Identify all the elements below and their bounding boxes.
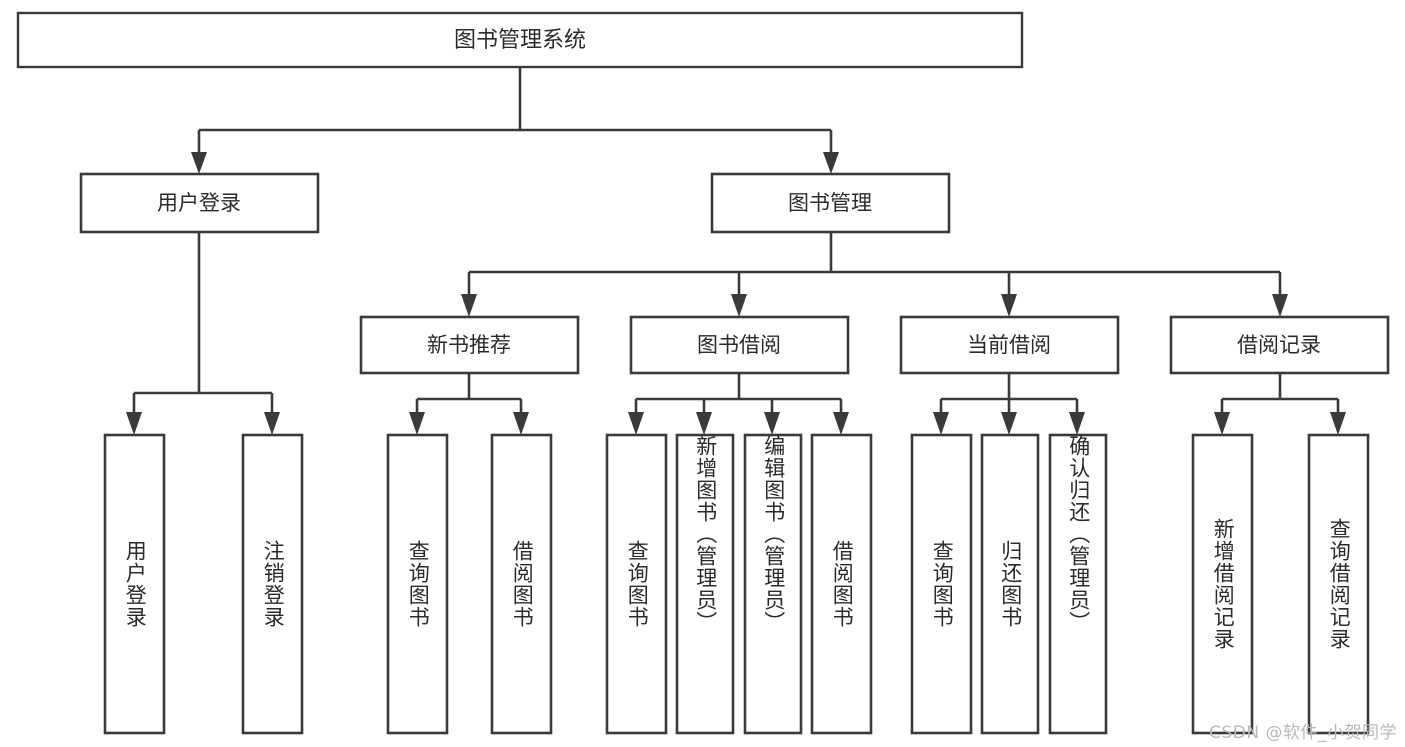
node-book-borrow[interactable]: 图书借阅 [629, 315, 850, 375]
arrow-head-current-borrow [1001, 294, 1017, 317]
node-root[interactable]: 图书管理系统 [16, 11, 1024, 69]
connector-group-book-management [461, 232, 1288, 317]
arrow-head-leaf-logout [264, 412, 280, 435]
arrow-head-leaf-borrow-book-1 [513, 412, 529, 435]
connector-group-borrow-record [1214, 373, 1346, 435]
connector-group-root [191, 67, 839, 174]
arrow-head-leaf-add-book [696, 412, 712, 435]
leaf-box-group [103, 433, 1370, 735]
arrow-head-book-management [823, 152, 839, 174]
node-user-login-box[interactable] [79, 172, 320, 234]
arrow-head-leaf-query-book-3 [933, 412, 949, 435]
node-book-management-label: 图书管理 [788, 191, 872, 215]
node-leaf-add-book-box[interactable] [675, 433, 735, 735]
node-book-borrow-label: 图书借阅 [697, 333, 781, 357]
node-leaf-edit-book-box[interactable] [743, 433, 803, 735]
node-new-book-recommend-label: 新书推荐 [427, 333, 511, 357]
node-current-borrow-box[interactable] [899, 315, 1120, 375]
arrow-head-borrow-record [1272, 294, 1288, 317]
node-root-box[interactable] [16, 11, 1024, 69]
connector-group-user-login [126, 232, 280, 435]
node-leaf-query-book-1-box[interactable] [386, 433, 449, 735]
node-book-management[interactable]: 图书管理 [710, 172, 951, 234]
arrow-head-book-borrow [731, 294, 747, 317]
arrow-head-leaf-query-record [1330, 412, 1346, 435]
node-leaf-add-record-box[interactable] [1191, 433, 1254, 735]
node-new-book-recommend-box[interactable] [359, 315, 580, 375]
node-leaf-query-book-3-box[interactable] [910, 433, 973, 735]
node-leaf-return-book-box[interactable] [980, 433, 1040, 735]
arrow-head-leaf-edit-book [764, 412, 780, 435]
node-new-book-recommend[interactable]: 新书推荐 [359, 315, 580, 375]
arrow-head-leaf-add-record [1214, 412, 1230, 435]
node-user-login-label: 用户登录 [157, 191, 241, 215]
node-book-borrow-box[interactable] [629, 315, 850, 375]
node-borrow-record[interactable]: 借阅记录 [1169, 315, 1390, 375]
arrow-head-leaf-borrow-book-2 [833, 412, 849, 435]
node-borrow-record-box[interactable] [1169, 315, 1390, 375]
node-leaf-user-login-box[interactable] [103, 433, 166, 735]
node-leaf-query-record-box[interactable] [1307, 433, 1370, 735]
node-leaf-borrow-book-2-box[interactable] [810, 433, 873, 735]
node-leaf-query-book-2-box[interactable] [605, 433, 668, 735]
node-leaf-borrow-book-1-box[interactable] [490, 433, 553, 735]
arrow-head-leaf-return-book [1001, 412, 1017, 435]
arrow-head-leaf-query-book-1 [409, 412, 425, 435]
node-borrow-record-label: 借阅记录 [1237, 333, 1321, 357]
node-leaf-confirm-return-box[interactable] [1048, 433, 1108, 735]
csdn-watermark: CSDN @软件_小贺同学 [1209, 723, 1397, 743]
node-book-management-box[interactable] [710, 172, 951, 234]
connector-group-current-borrow [933, 373, 1085, 435]
connector-group-book-borrow [628, 373, 849, 435]
arrow-head-user-login [191, 152, 207, 174]
arrow-head-leaf-query-book-2 [628, 412, 644, 435]
node-current-borrow[interactable]: 当前借阅 [899, 315, 1120, 375]
arrow-head-leaf-confirm-return [1069, 412, 1085, 435]
connector-group-new-book-recommend [409, 373, 529, 435]
node-current-borrow-label: 当前借阅 [967, 333, 1051, 357]
arrow-head-leaf-user-login [126, 412, 142, 435]
node-user-login[interactable]: 用户登录 [79, 172, 320, 234]
arrow-head-new-book-recommend [461, 294, 477, 317]
node-leaf-logout-box[interactable] [241, 433, 304, 735]
node-root-label: 图书管理系统 [454, 28, 586, 53]
